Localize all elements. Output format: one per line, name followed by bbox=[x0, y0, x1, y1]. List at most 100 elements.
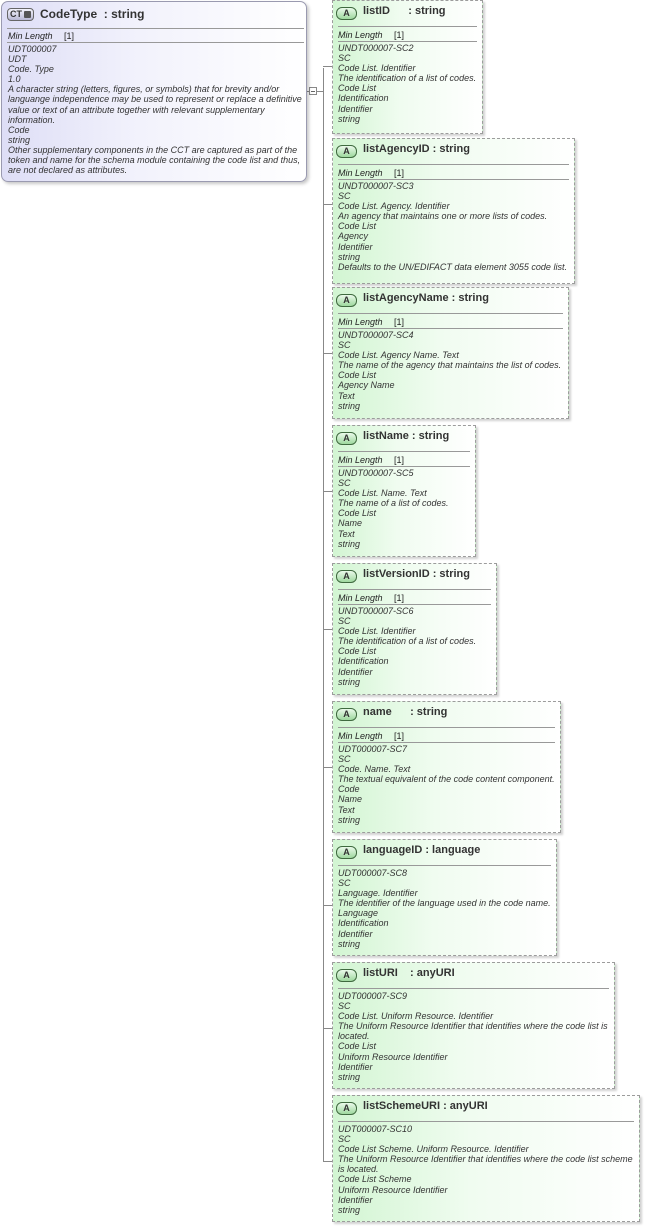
branch-line bbox=[323, 905, 332, 906]
annotation-line: Identification bbox=[338, 656, 389, 667]
annotation-line: Identifier bbox=[338, 928, 373, 939]
attribute-title: listURI : anyURI bbox=[363, 967, 455, 979]
divider bbox=[338, 1121, 634, 1122]
annotation-line: Identifier bbox=[338, 1061, 373, 1072]
min-length-facet: Min Length[1] bbox=[338, 168, 404, 178]
divider bbox=[338, 179, 569, 180]
annotation-line: The identification of a list of codes. bbox=[338, 73, 477, 84]
annotation-line: UDT000007-SC8 bbox=[338, 868, 408, 878]
annotation-line: Defaults to the UN/EDIFACT data element … bbox=[338, 261, 567, 272]
annotation-line: The identification of a list of codes. bbox=[338, 636, 477, 647]
branch-line bbox=[323, 629, 332, 630]
attribute-icon: A bbox=[336, 969, 357, 982]
annotation-line: Code List bbox=[338, 83, 377, 94]
annotation-line: SC bbox=[338, 1001, 351, 1012]
annotation-line: Text bbox=[338, 390, 355, 401]
annotation-line: string bbox=[338, 1204, 361, 1215]
attribute-icon: A bbox=[336, 846, 357, 859]
collapse-toggle-icon[interactable] bbox=[309, 87, 317, 95]
divider bbox=[338, 604, 491, 605]
annotation-line: Identification bbox=[338, 93, 389, 104]
min-length-facet: Min Length[1] bbox=[338, 455, 404, 465]
divider bbox=[338, 26, 477, 27]
min-length-facet: Min Length [1] bbox=[8, 31, 74, 41]
branch-line bbox=[323, 353, 332, 354]
annotation-line: Agency bbox=[338, 231, 369, 242]
annotation-line: The Uniform Resource Identifier that ide… bbox=[338, 1154, 633, 1175]
attribute-title: listID : string bbox=[363, 5, 446, 17]
facet-value: [1] bbox=[394, 593, 405, 603]
annotation-line: string bbox=[8, 134, 31, 145]
divider bbox=[338, 727, 555, 728]
attribute-icon: A bbox=[336, 570, 357, 583]
divider bbox=[338, 988, 609, 989]
annotation-line: string bbox=[338, 538, 361, 549]
annotation-line: An agency that maintains one or more lis… bbox=[338, 211, 548, 222]
annotation-line: SC bbox=[338, 340, 351, 351]
facet-label: Min Length bbox=[8, 31, 53, 41]
annotation-line: Identifier bbox=[338, 241, 373, 252]
attribute-icon: A bbox=[336, 708, 357, 721]
annotation-line: SC bbox=[338, 878, 351, 889]
annotation-line: The name of the agency that maintains th… bbox=[338, 360, 562, 371]
branch-line bbox=[323, 491, 332, 492]
attribute-title: listVersionID : string bbox=[363, 568, 470, 580]
branch-line bbox=[323, 1028, 332, 1029]
annotation-line: Name bbox=[338, 794, 363, 805]
annotation-line: SC bbox=[338, 754, 351, 765]
attribute-icon: A bbox=[336, 7, 357, 20]
annotation-line: Code List bbox=[338, 646, 377, 657]
attribute-icon: A bbox=[336, 294, 357, 307]
attribute-icon: A bbox=[336, 432, 357, 445]
divider bbox=[338, 328, 563, 329]
annotation-line: Code. Type bbox=[8, 64, 54, 75]
complex-type-box: CT CodeType : string Min Length[1] UDT00… bbox=[1, 1, 307, 182]
annotation-line: UDT000007-SC10 bbox=[338, 1124, 413, 1134]
annotation-line: UNDT000007-SC3 bbox=[338, 181, 414, 191]
annotation-line: SC bbox=[338, 478, 351, 489]
annotation-line: Name bbox=[338, 518, 363, 529]
annotation-line: 1.0 bbox=[8, 74, 21, 85]
divider bbox=[338, 865, 551, 866]
annotation-line: Identification bbox=[338, 918, 389, 929]
tree-trunk-line bbox=[323, 68, 324, 1161]
annotation-line: The Uniform Resource Identifier that ide… bbox=[338, 1021, 608, 1042]
annotation-line: Language bbox=[338, 908, 379, 919]
min-length-facet: Min Length[1] bbox=[338, 317, 404, 327]
annotation-line: Identifier bbox=[338, 1194, 373, 1205]
annotation-line: Code bbox=[8, 124, 30, 135]
annotation-line: Text bbox=[338, 804, 355, 815]
annotation-line: UDT000007 bbox=[8, 44, 57, 54]
annotation-line: Code List Scheme bbox=[338, 1174, 412, 1185]
annotation-line: Code List. Uniform Resource. Identifier bbox=[338, 1011, 494, 1022]
annotation-line: The identifier of the language used in t… bbox=[338, 898, 551, 909]
annotation-line: Code List Scheme. Uniform Resource. Iden… bbox=[338, 1144, 529, 1155]
facet-label: Min Length bbox=[338, 30, 383, 40]
attribute-title: listAgencyName : string bbox=[363, 292, 489, 304]
facet-value: [1] bbox=[64, 31, 75, 41]
annotation-line: string bbox=[338, 938, 361, 949]
annotation-line: UNDT000007-SC4 bbox=[338, 330, 414, 340]
annotation-line: string bbox=[338, 676, 361, 687]
annotation-line: Identifier bbox=[338, 103, 373, 114]
annotation-line: UNDT000007-SC5 bbox=[338, 468, 414, 478]
divider bbox=[338, 164, 569, 165]
facet-value: [1] bbox=[394, 168, 405, 178]
facet-label: Min Length bbox=[338, 593, 383, 603]
complex-type-badge-label: CT bbox=[10, 9, 22, 19]
annotation-line: Uniform Resource Identifier bbox=[338, 1184, 448, 1195]
annotation-line: Identifier bbox=[338, 666, 373, 677]
annotation-line: Code List. Agency. Identifier bbox=[338, 201, 450, 212]
annotation-line: string bbox=[338, 251, 361, 262]
annotation-line: The name of a list of codes. bbox=[338, 498, 449, 509]
